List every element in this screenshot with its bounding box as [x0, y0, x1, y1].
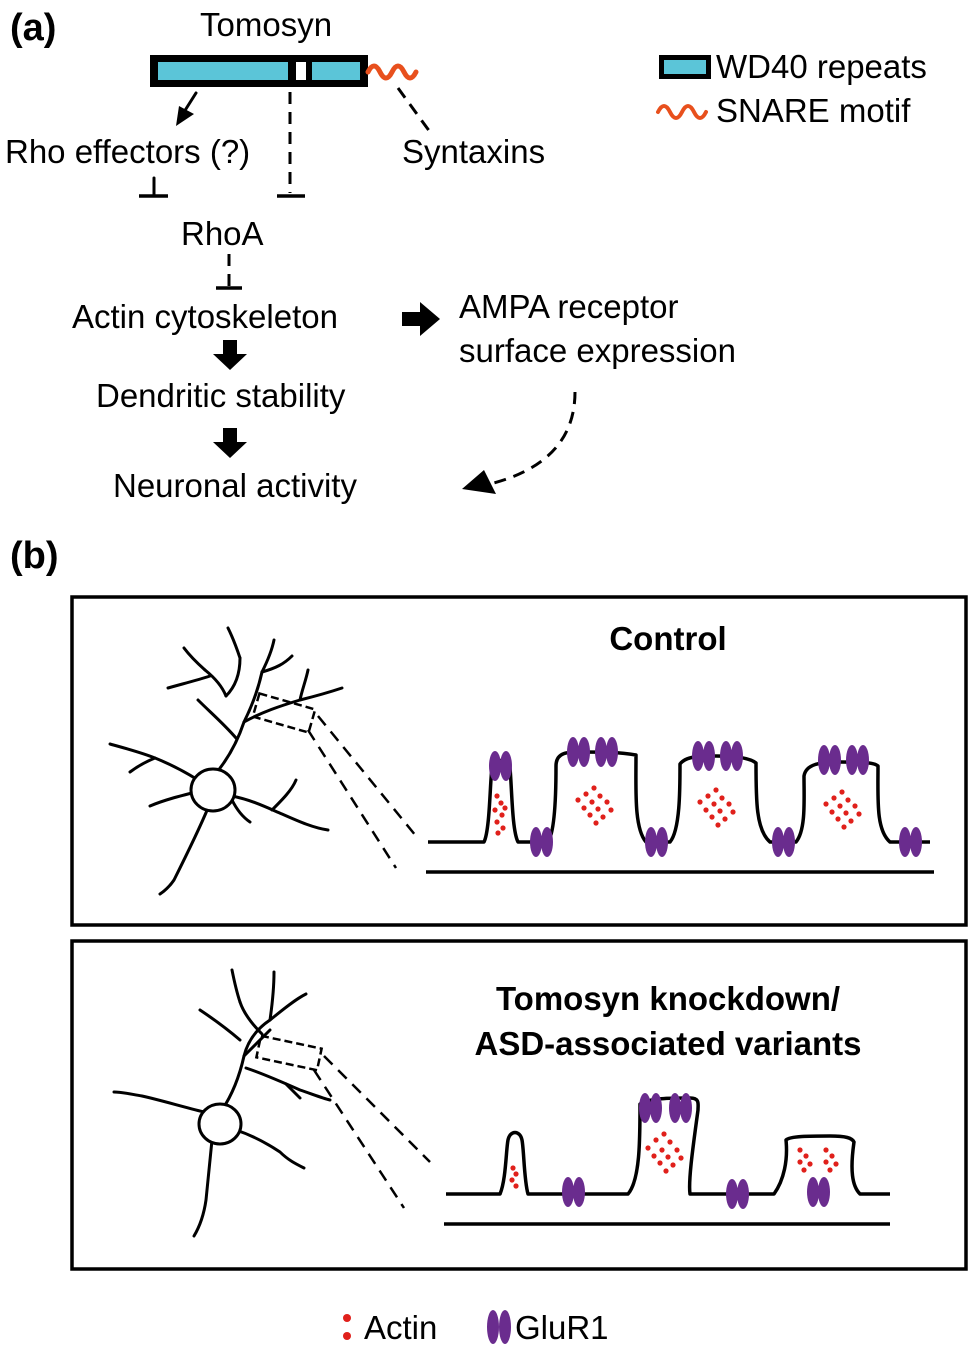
zoom-line-upper	[323, 1055, 431, 1163]
rho-effectors-label: Rho effectors (?)	[5, 133, 250, 170]
glur1-receptor	[489, 751, 501, 781]
control-actin-clusters	[492, 785, 862, 836]
curved-arrow-ampa-to-neuronal	[462, 391, 577, 494]
glur1-receptor	[595, 737, 607, 767]
tomosyn-label: Tomosyn	[200, 6, 332, 43]
legend-snare-label: SNARE motif	[716, 92, 911, 129]
dashed-line-to-syntaxins	[396, 87, 432, 133]
glur1-receptor	[783, 827, 795, 857]
actin-cluster	[492, 793, 508, 836]
zoom-line-upper	[317, 715, 417, 837]
arrow-dendritic-to-neuronal	[213, 428, 247, 458]
actin-cluster	[575, 785, 614, 826]
ampa-label-line2: surface expression	[459, 332, 736, 369]
legend-glur1-label: GluR1	[515, 1309, 609, 1346]
glur1-receptor	[857, 745, 869, 775]
glur1-receptor	[703, 741, 715, 771]
glur1-receptor	[606, 737, 618, 767]
glur1-receptor	[639, 1093, 651, 1123]
glur1-receptor	[669, 1093, 681, 1123]
syntaxins-label: Syntaxins	[402, 133, 545, 170]
actin-dot-icon	[343, 1314, 351, 1322]
actin-dot-icon	[343, 1332, 351, 1340]
glur1-receptor	[818, 745, 830, 775]
inhibit-rho-effectors-rhoa	[139, 176, 168, 198]
dendritic-stability-label: Dendritic stability	[96, 377, 346, 414]
tomosyn-protein-bar	[150, 55, 419, 87]
glur1-receptor	[567, 737, 579, 767]
knockdown-actin-clusters	[509, 1131, 839, 1189]
glur1-icon	[499, 1310, 511, 1344]
glur1-receptor	[645, 827, 657, 857]
control-membrane	[428, 750, 930, 844]
glur1-receptor	[731, 741, 743, 771]
glur1-receptor	[899, 827, 911, 857]
actin-cytoskeleton-label: Actin cytoskeleton	[72, 298, 338, 335]
glur1-receptor	[573, 1177, 585, 1207]
legend-snare: SNARE motif	[656, 92, 911, 129]
knockdown-title-line2: ASD-associated variants	[475, 1025, 862, 1062]
glur1-receptor	[578, 737, 590, 767]
snare-wave-icon	[656, 104, 708, 120]
arrow-to-rho-effectors	[176, 91, 198, 126]
arrow-actin-to-dendritic	[213, 340, 247, 370]
panel-a-label: (a)	[10, 7, 56, 49]
glur1-receptor	[692, 741, 704, 771]
knockdown-glur1-receptors	[562, 1093, 830, 1209]
glur1-receptor	[530, 827, 542, 857]
actin-cluster	[645, 1131, 684, 1174]
zoom-line-lower	[306, 729, 398, 869]
glur1-receptor	[541, 827, 553, 857]
actin-cluster	[797, 1147, 839, 1173]
legend-glur1: GluR1	[487, 1309, 609, 1346]
glur1-receptor	[829, 745, 841, 775]
panel-b-label: (b)	[10, 535, 59, 577]
legend-actin: Actin	[343, 1309, 437, 1346]
control-glur1-receptors	[489, 737, 922, 857]
glur1-receptor	[737, 1179, 749, 1209]
knockdown-membrane	[446, 1096, 890, 1196]
glur1-icon	[487, 1310, 499, 1344]
arrow-actin-to-ampa	[402, 302, 440, 336]
control-neuron-illustration	[108, 626, 344, 896]
knockdown-box	[70, 939, 968, 1271]
zoom-line-lower	[312, 1069, 406, 1209]
glur1-receptor	[562, 1177, 574, 1207]
knockdown-neuron-illustration	[112, 968, 332, 1238]
glur1-receptor	[680, 1093, 692, 1123]
glur1-receptor	[818, 1177, 830, 1207]
glur1-receptor	[720, 741, 732, 771]
glur1-receptor	[650, 1093, 662, 1123]
knockdown-title-line1: Tomosyn knockdown/	[496, 980, 840, 1017]
snare-motif-icon	[365, 63, 419, 81]
zoom-region-box	[254, 1034, 324, 1072]
inhibit-rhoa-actin	[216, 254, 242, 290]
legend-wd40: WD40 repeats	[659, 48, 927, 85]
glur1-receptor	[656, 827, 668, 857]
glur1-receptor	[726, 1179, 738, 1209]
legend-actin-label: Actin	[364, 1309, 437, 1346]
glur1-receptor	[910, 827, 922, 857]
actin-cluster	[823, 789, 862, 830]
control-title: Control	[609, 620, 726, 657]
neuronal-activity-label: Neuronal activity	[113, 467, 357, 504]
legend-wd40-label: WD40 repeats	[716, 48, 927, 85]
glur1-receptor	[500, 751, 512, 781]
zoom-region-box	[251, 691, 317, 735]
glur1-receptor	[846, 745, 858, 775]
rhoa-label: RhoA	[181, 215, 264, 252]
actin-cluster	[509, 1165, 519, 1189]
glur1-receptor	[772, 827, 784, 857]
control-box	[70, 595, 968, 927]
ampa-label-line1: AMPA receptor	[459, 288, 678, 325]
actin-cluster	[697, 787, 736, 828]
glur1-receptor	[807, 1177, 819, 1207]
